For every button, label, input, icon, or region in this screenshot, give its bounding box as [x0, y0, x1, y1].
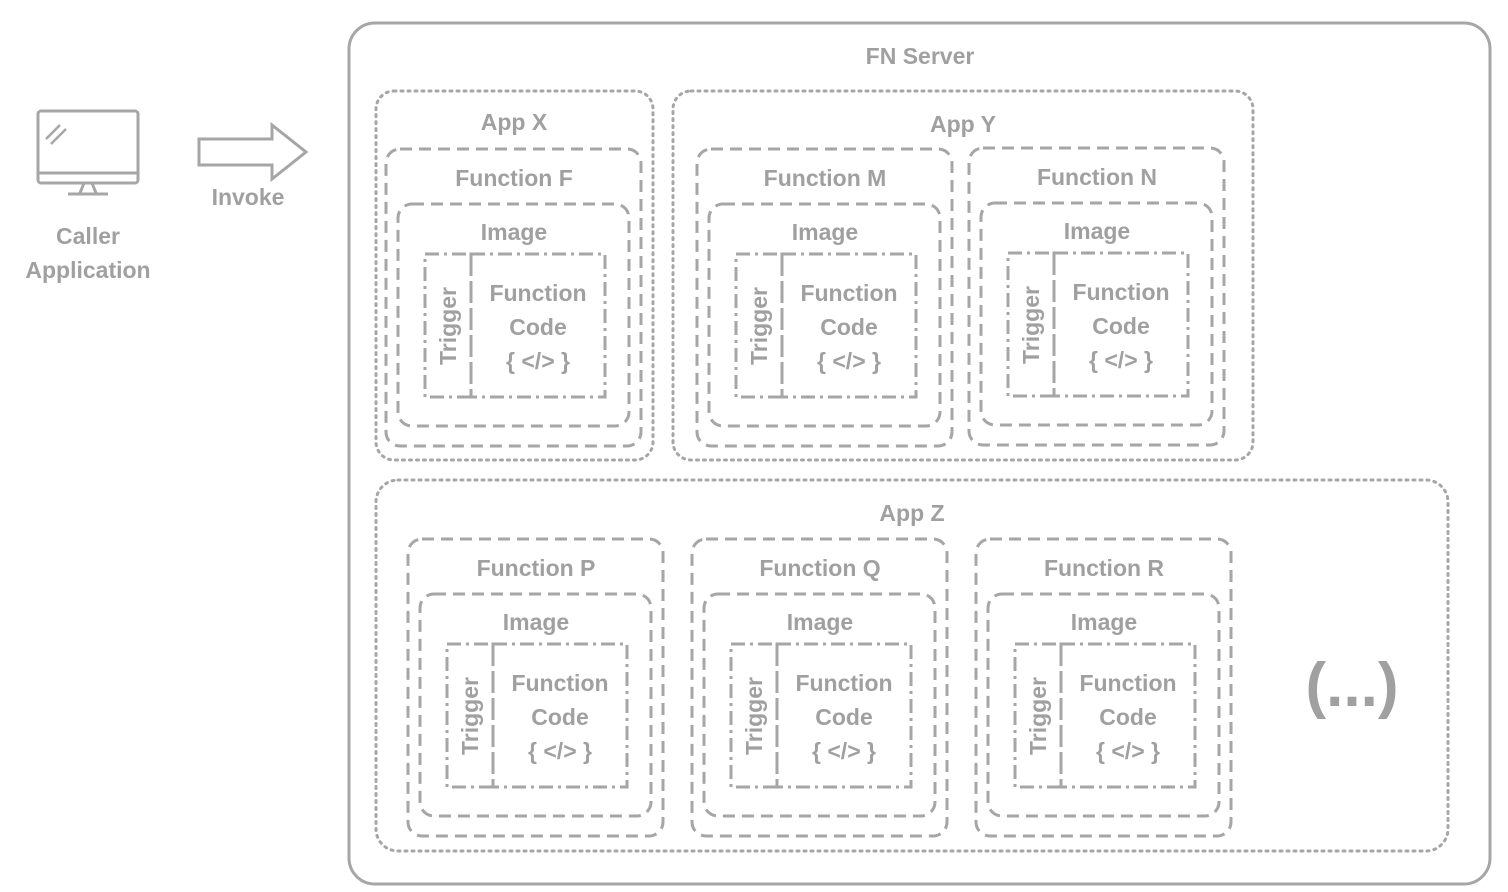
- function-code-box: [469, 252, 607, 399]
- trigger-box: [1013, 642, 1063, 789]
- trigger-label: Trigger: [741, 677, 767, 755]
- trigger-label: Trigger: [1018, 286, 1044, 364]
- code-icon: { </> }: [1096, 738, 1160, 764]
- function-m-title: Function M: [764, 165, 887, 191]
- function-code-label-line1: Function: [1072, 279, 1169, 305]
- function-code-box: [1059, 642, 1197, 789]
- image-label: Image: [481, 219, 547, 245]
- image-label: Image: [503, 609, 569, 635]
- function-code-label-line2: Code: [820, 314, 878, 340]
- function-r-box: [974, 537, 1233, 838]
- image-label: Image: [1064, 218, 1130, 244]
- trigger-label: Trigger: [435, 287, 461, 365]
- function-n-box: [967, 146, 1226, 447]
- code-icon: { </> }: [812, 738, 876, 764]
- image-label: Image: [787, 609, 853, 635]
- function-p-box: [406, 537, 665, 838]
- trigger-label: Trigger: [1025, 677, 1051, 755]
- more-functions-ellipsis: (...): [1306, 651, 1399, 720]
- image-box: [979, 201, 1214, 427]
- caller-label-line2: Application: [25, 257, 150, 283]
- function-p-title: Function P: [477, 555, 596, 581]
- image-label: Image: [1071, 609, 1137, 635]
- function-code-label-line1: Function: [511, 670, 608, 696]
- image-box: [707, 202, 942, 428]
- trigger-box: [445, 642, 495, 789]
- app-x-box: [374, 89, 655, 462]
- function-n-title: Function N: [1037, 164, 1157, 190]
- trigger-box: [734, 252, 784, 399]
- function-code-box: [775, 642, 913, 789]
- invoke-label: Invoke: [212, 184, 285, 210]
- app-z-box: [374, 478, 1450, 853]
- trigger-box: [1006, 251, 1056, 398]
- code-icon: { </> }: [1089, 347, 1153, 373]
- image-box: [986, 592, 1221, 818]
- image-box: [702, 592, 937, 818]
- function-code-label-line1: Function: [1079, 670, 1176, 696]
- function-code-label-line1: Function: [800, 280, 897, 306]
- function-code-label-line2: Code: [1099, 704, 1157, 730]
- fn-server-title: FN Server: [866, 43, 975, 69]
- code-icon: { </> }: [506, 348, 570, 374]
- app-y-title: App Y: [930, 111, 996, 137]
- image-label: Image: [792, 219, 858, 245]
- function-code-label-line1: Function: [795, 670, 892, 696]
- code-icon: { </> }: [817, 348, 881, 374]
- arrow-right-icon: [197, 121, 309, 183]
- function-code-label-line2: Code: [1092, 313, 1150, 339]
- function-code-label-line2: Code: [531, 704, 589, 730]
- function-r-title: Function R: [1044, 555, 1164, 581]
- app-z-title: App Z: [879, 500, 944, 526]
- app-y-box: [671, 89, 1255, 462]
- function-f-title: Function F: [455, 165, 573, 191]
- trigger-box: [729, 642, 779, 789]
- code-icon: { </> }: [528, 738, 592, 764]
- function-code-label-line2: Code: [815, 704, 873, 730]
- function-code-box: [780, 252, 918, 399]
- function-code-box: [491, 642, 629, 789]
- function-m-box: [695, 147, 954, 448]
- function-q-box: [690, 537, 949, 838]
- function-f-box: [384, 147, 643, 448]
- function-q-title: Function Q: [759, 555, 880, 581]
- trigger-label: Trigger: [746, 287, 772, 365]
- function-code-box: [1052, 251, 1190, 398]
- image-box: [418, 592, 653, 818]
- trigger-box: [423, 252, 473, 399]
- app-x-title: App X: [481, 109, 548, 135]
- function-code-label-line1: Function: [489, 280, 586, 306]
- caller-label-line1: Caller: [56, 223, 120, 249]
- monitor-icon: [36, 109, 140, 196]
- fn-server-box: [347, 21, 1492, 886]
- function-code-label-line2: Code: [509, 314, 567, 340]
- trigger-label: Trigger: [457, 677, 483, 755]
- image-box: [396, 202, 631, 428]
